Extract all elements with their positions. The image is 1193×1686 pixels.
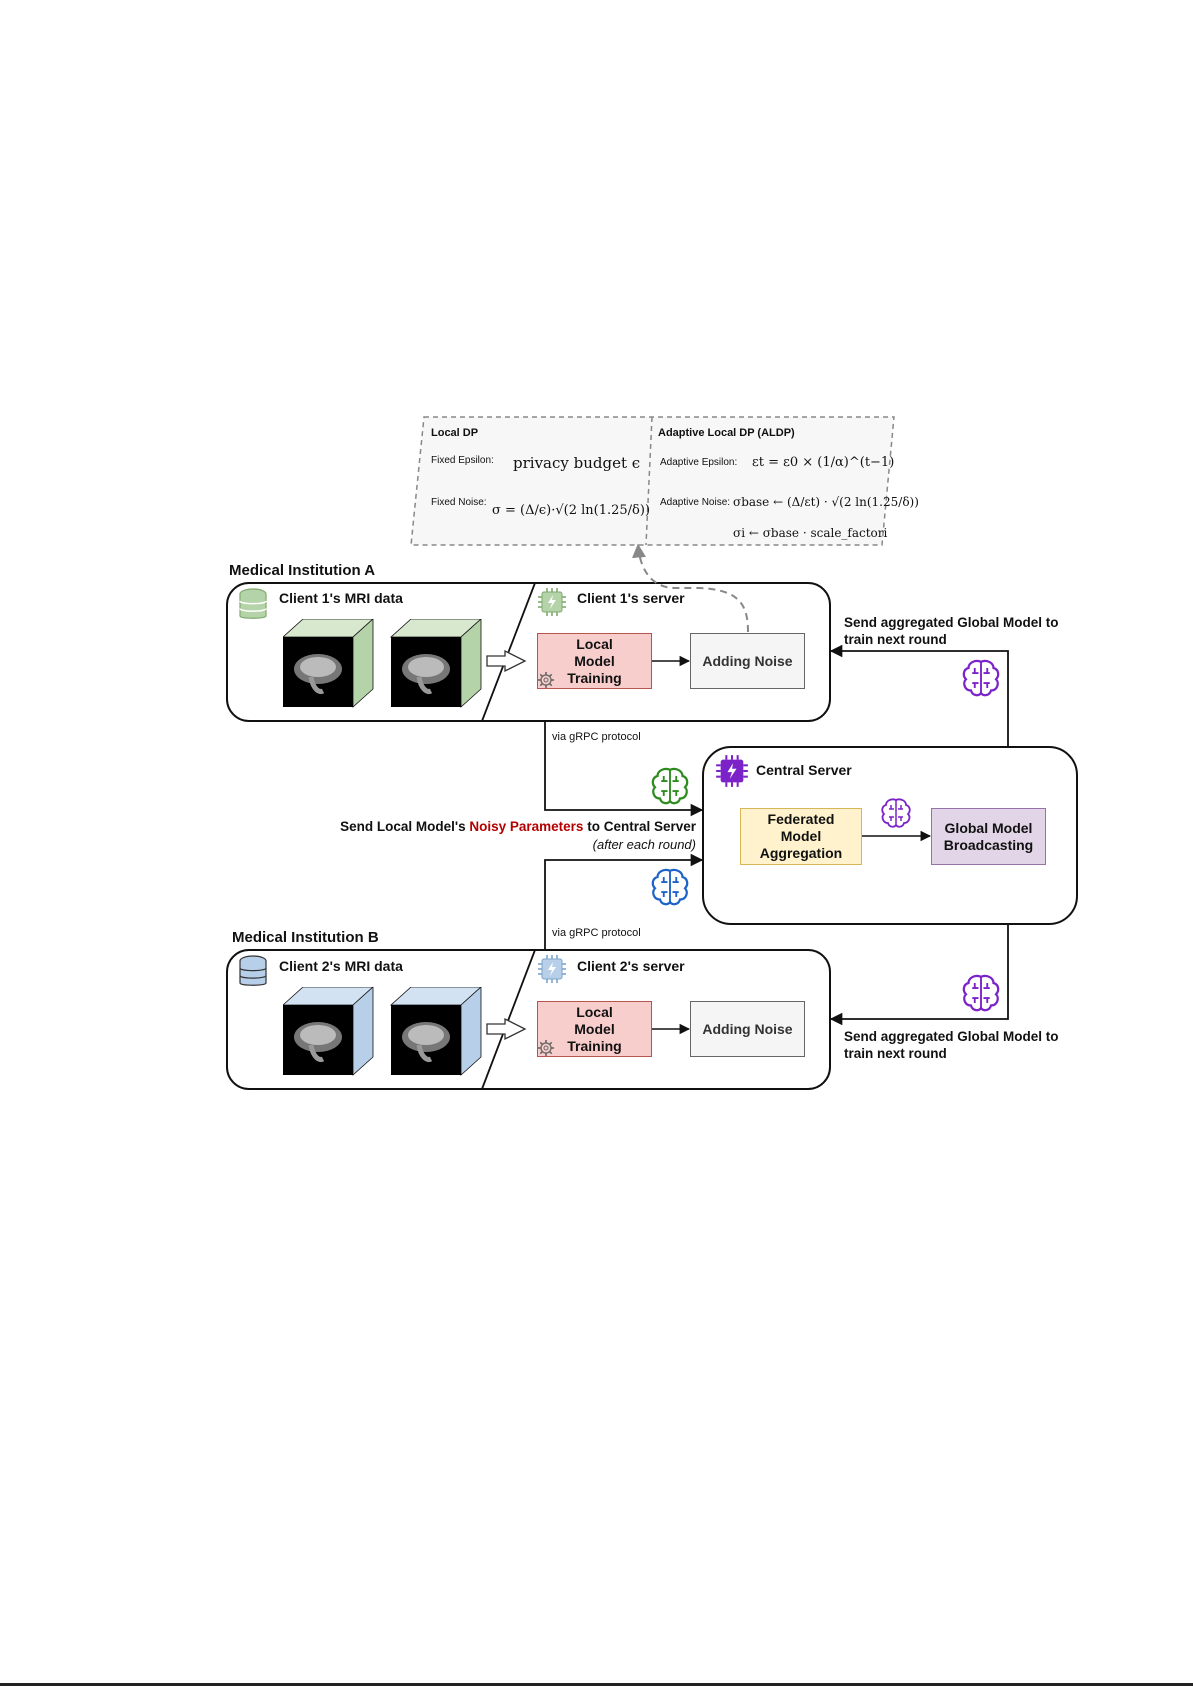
a-local-model-training-box: Local Model Training [537,633,652,689]
adaptive-epsilon-label: Adaptive Epsilon: [660,457,738,468]
central-to-a-arrow [829,644,1009,747]
send-global-label-top: Send aggregated Global Model to train ne… [844,615,1059,647]
a-adding-noise-box: Adding Noise [690,633,805,689]
b-to-central-arrow [544,853,704,950]
institution-a-title: Medical Institution A [229,562,376,579]
dp-panel-divider [645,416,653,546]
send-global-label-bottom: Send aggregated Global Model to train ne… [844,1029,1059,1061]
adaptive-noise-formula: σbase ← (Δ/εt) · √(2 ln(1.25/δ)) [733,495,919,509]
send-local-label: Send Local Model's Noisy Parameters to C… [322,819,696,834]
fixed-noise-formula: σ = (Δ/ϵ)·√(2 ln(1.25/δ)) [492,503,651,518]
a-data-to-training-arrow [486,649,527,673]
fixed-epsilon-label: Fixed Epsilon: [431,455,494,466]
global-broadcast-label: Global Model Broadcasting [943,819,1034,853]
client-1-server-label: Client 1's server [577,590,685,606]
chip-icon [538,955,566,983]
local-dp-title: Local DP [431,427,479,439]
client-2-data-label: Client 2's MRI data [279,958,403,974]
fixed-noise-label: Fixed Noise: [431,497,487,508]
b-local-model-training-label: Local Model Training [567,1003,622,1054]
chip-icon [538,588,566,616]
dp-panel-frame [410,416,895,546]
adaptive-dp-title: Adaptive Local DP (ALDP) [658,427,795,439]
dp-link-arrow [632,543,749,633]
institution-b-title: Medical Institution B [232,929,379,946]
a-adding-noise-label: Adding Noise [702,652,793,669]
send-local-note: (after each round) [592,837,696,852]
adaptive-noise-label: Adaptive Noise: [660,497,731,508]
send-local-highlight: Noisy Parameters [469,819,584,834]
brain-icon [881,798,911,828]
brain-icon [962,659,1000,697]
central-server-title: Central Server [756,762,852,778]
send-local-prefix: Send Local Model's [340,819,470,834]
brain-icon [651,767,689,805]
mri-cubes-a [283,619,482,708]
b-gear-icon [538,1040,554,1056]
b-data-to-training-arrow [486,1017,527,1041]
sigma-i-formula: σi ← σbase · scale_factori [733,526,888,540]
b-local-model-training-box: Local Model Training [537,1001,652,1057]
institution-a-divider [481,582,536,722]
a-to-central-arrow [544,721,704,817]
client-2-server-label: Client 2's server [577,958,685,974]
fixed-epsilon-formula: privacy budget ϵ [513,454,641,472]
mri-cubes-b [283,987,482,1076]
a-local-model-training-label: Local Model Training [567,635,622,686]
send-local-suffix: to Central Server [583,819,696,834]
brain-icon [962,974,1000,1012]
database-icon [239,588,267,619]
brain-icon [651,868,689,906]
a-gear-icon [538,672,554,688]
global-broadcast-box: Global Model Broadcasting [931,808,1046,865]
grpc-label-top: via gRPC protocol [552,731,641,743]
grpc-label-bottom: via gRPC protocol [552,927,641,939]
institution-b-divider [481,949,536,1090]
federated-aggregation-label: Federated Model Aggregation [759,811,843,861]
central-to-b-arrow [829,924,1009,1026]
database-icon [239,955,267,986]
client-1-data-label: Client 1's MRI data [279,590,403,606]
b-adding-noise-label: Adding Noise [702,1020,793,1037]
adaptive-epsilon-formula: εt = ε0 × (1/α)^(t−1) [752,455,895,470]
chip-icon [716,755,748,787]
page-bottom-rule [0,1683,1193,1686]
federated-aggregation-box: Federated Model Aggregation [740,808,862,865]
b-adding-noise-box: Adding Noise [690,1001,805,1057]
